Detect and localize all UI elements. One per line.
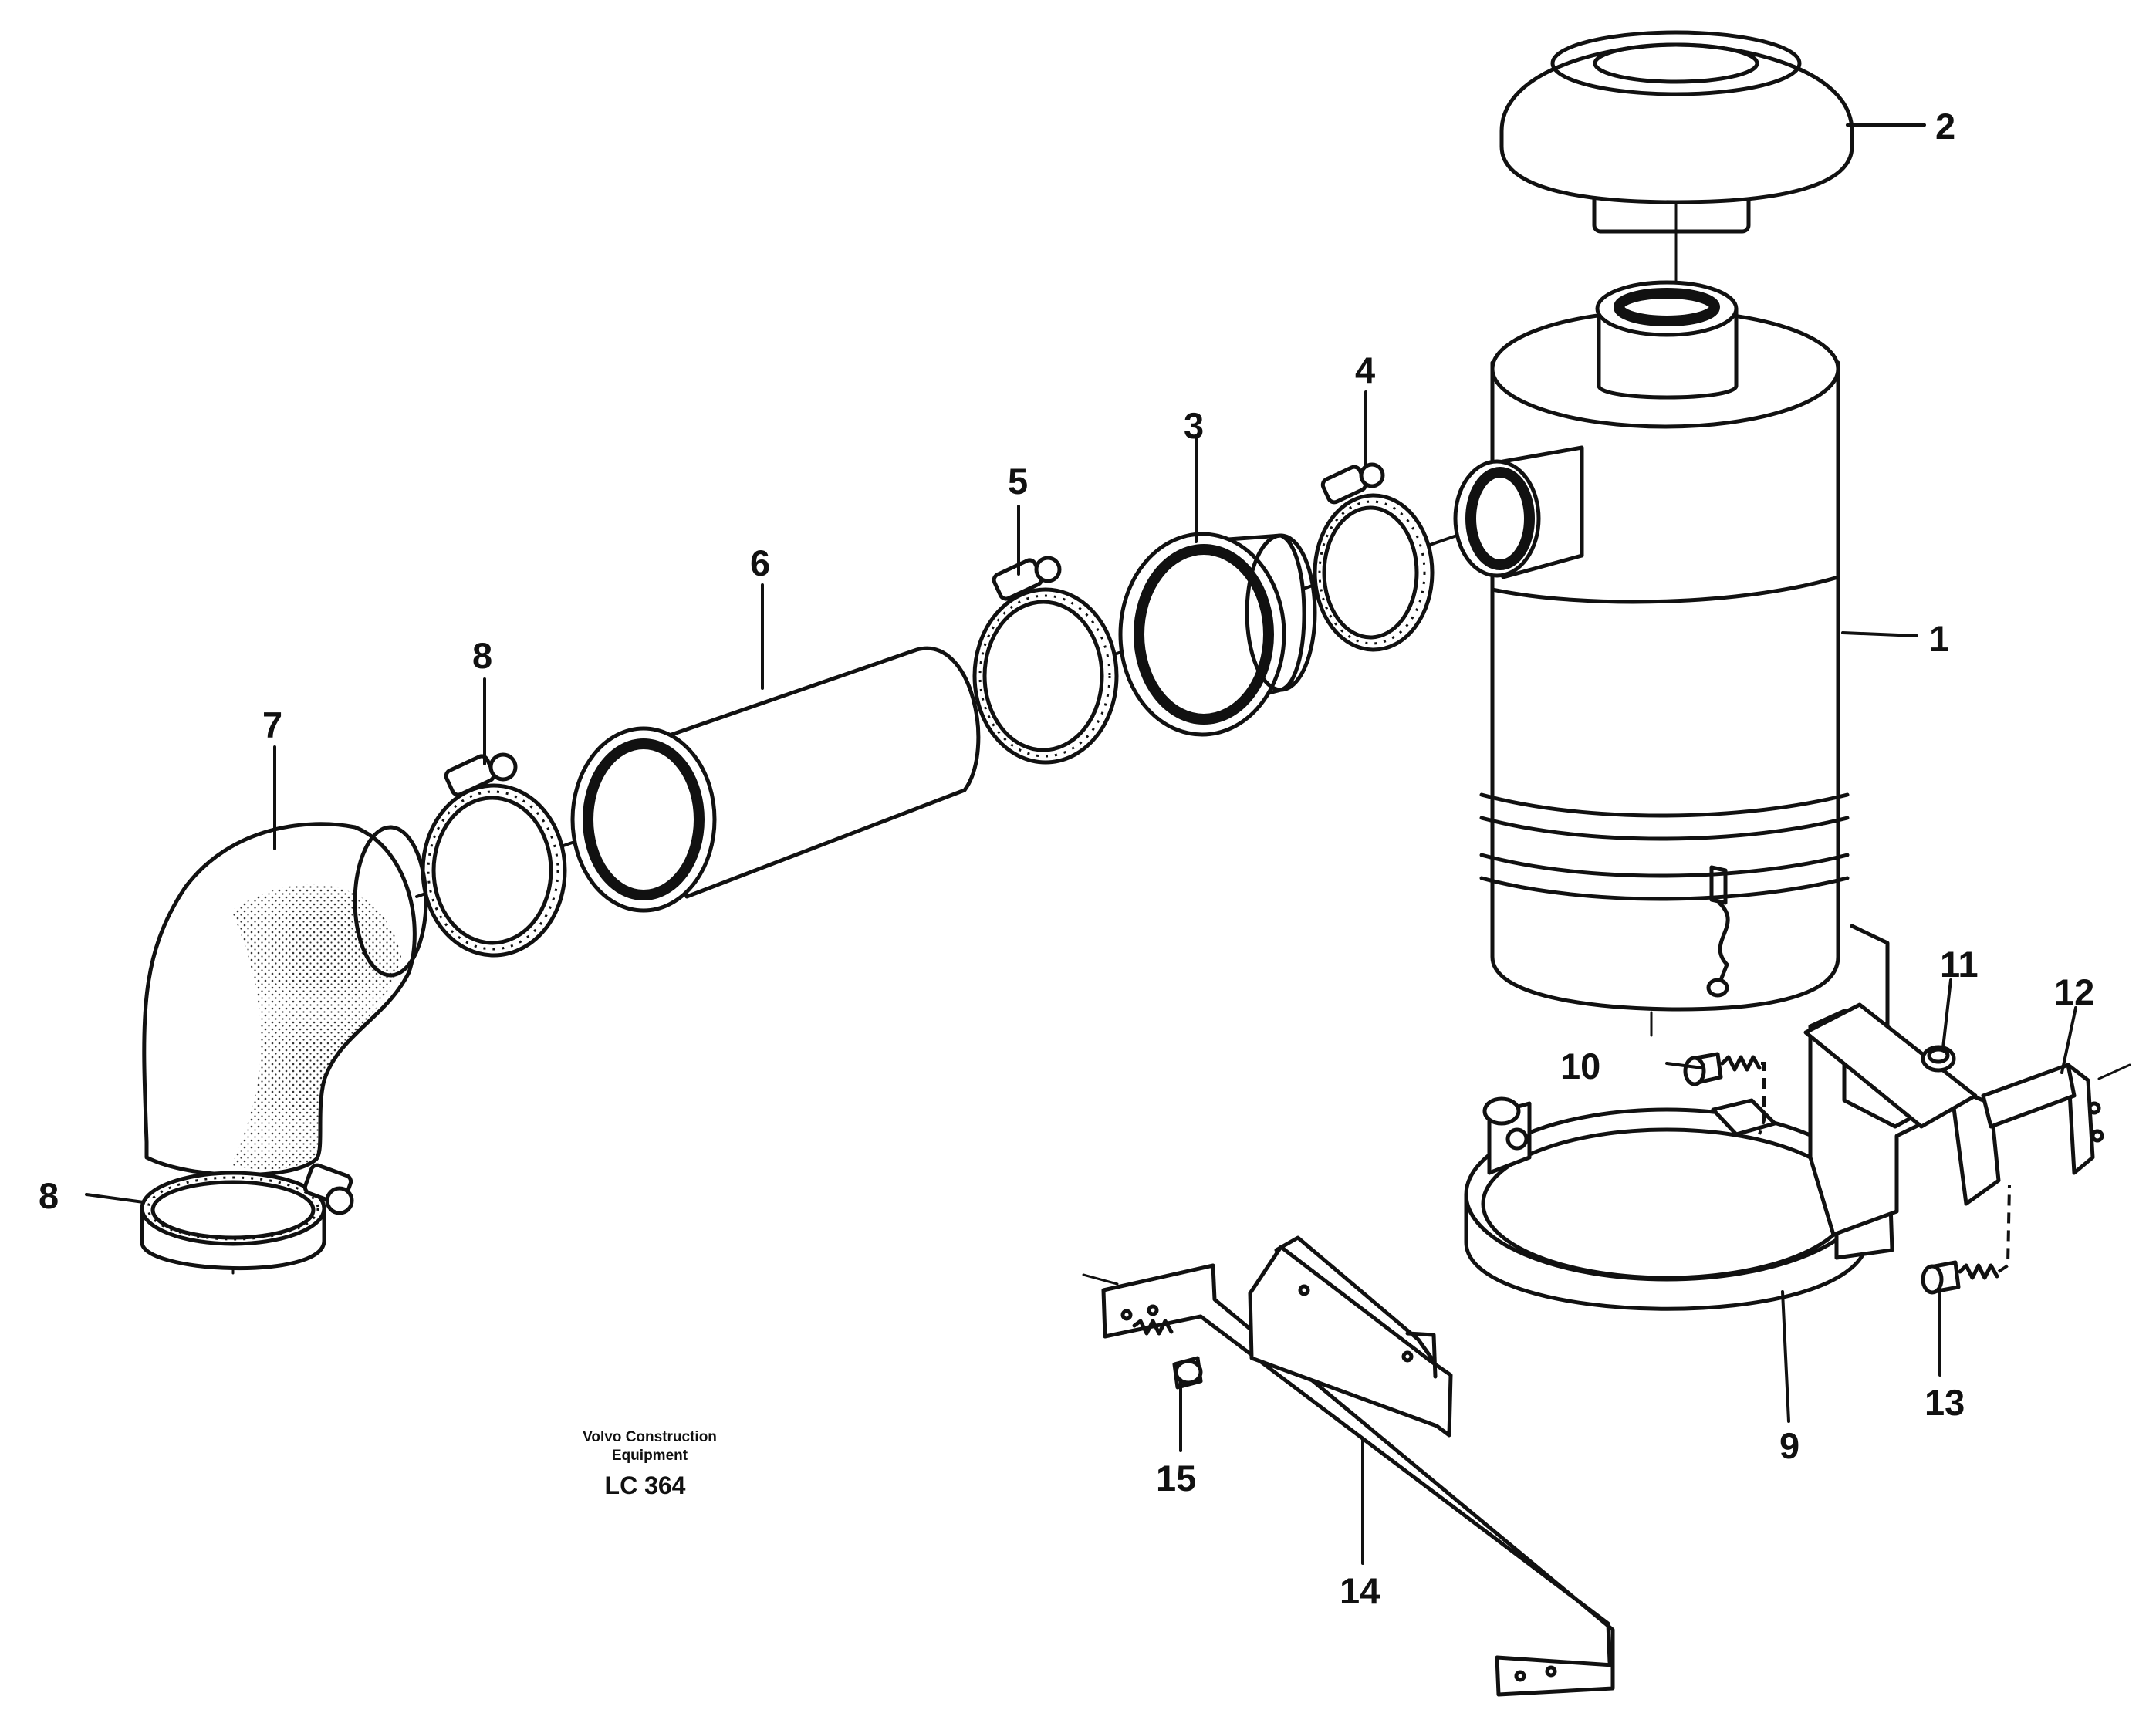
callout-labels: 1 2 3 4 5 6 7 8 8 9 10 11 12 13 14 15 xyxy=(39,106,2094,1611)
leader-lines xyxy=(85,123,2131,1565)
part-15-screw xyxy=(1132,1319,1203,1390)
part-13-screw xyxy=(1921,1184,2011,1295)
callout-4: 4 xyxy=(1355,350,1375,390)
part-7-elbow-hose xyxy=(142,822,428,1178)
diagram-caption: Volvo Construction Equipment LC 364 xyxy=(583,1429,717,1499)
callout-3: 3 xyxy=(1184,405,1204,446)
part-2-precleaner-cap xyxy=(1499,30,1854,289)
part-8-hose-clamp-upper xyxy=(421,752,567,958)
callout-15: 15 xyxy=(1156,1458,1196,1499)
part-10-screw xyxy=(1683,1052,1766,1135)
callout-6: 6 xyxy=(750,542,770,583)
caption-company: Volvo Construction xyxy=(583,1429,717,1445)
part-5-hose-clamp xyxy=(972,556,1119,765)
callout-12: 12 xyxy=(2054,971,2094,1012)
caption-drawing-code: LC 364 xyxy=(605,1472,686,1499)
callout-9: 9 xyxy=(1779,1425,1799,1466)
part-14-lower-support xyxy=(1101,1235,1615,1697)
callout-5: 5 xyxy=(1008,461,1028,502)
callout-1: 1 xyxy=(1929,618,1949,659)
callout-8-upper: 8 xyxy=(472,635,492,676)
part-6-intake-pipe xyxy=(570,646,981,913)
part-3-reducer-hose xyxy=(1118,532,1317,737)
callout-13: 13 xyxy=(1925,1382,1965,1423)
part-1-air-cleaner-housing xyxy=(1453,280,1850,1037)
callout-10: 10 xyxy=(1560,1046,1600,1086)
callout-7: 7 xyxy=(262,705,282,745)
part-11-nut xyxy=(1921,1045,1956,1073)
callout-14: 14 xyxy=(1340,1570,1380,1611)
callout-8-lower: 8 xyxy=(39,1175,59,1216)
callout-11: 11 xyxy=(1940,944,1979,985)
part-8-hose-clamp-lower xyxy=(140,1163,354,1271)
part-12-support-bracket xyxy=(1803,924,2104,1237)
callout-2: 2 xyxy=(1935,106,1955,147)
caption-division: Equipment xyxy=(612,1448,688,1464)
part-4-hose-clamp xyxy=(1313,462,1435,652)
